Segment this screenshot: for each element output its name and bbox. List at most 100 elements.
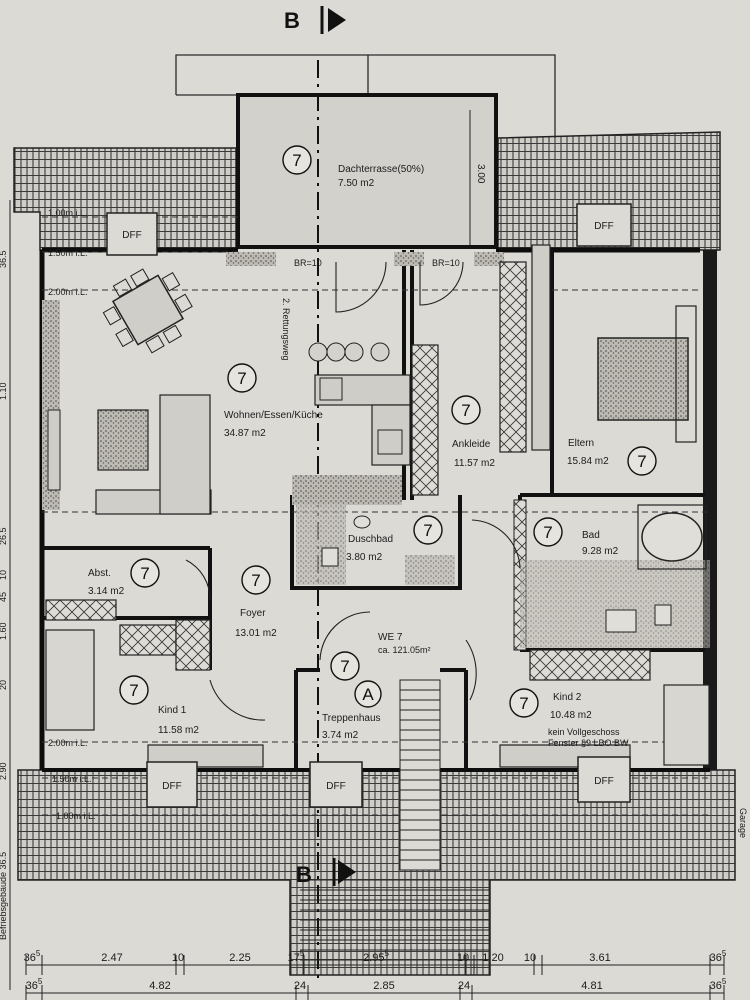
left-dim-2: 1.10 bbox=[0, 382, 8, 400]
dff-label: DFF bbox=[594, 221, 613, 232]
dim-top-7: 10 bbox=[457, 952, 469, 964]
section-letter-bottom: B bbox=[296, 862, 312, 887]
terrace-depth-label: 3.00 bbox=[475, 164, 486, 184]
kitchen bbox=[308, 342, 411, 466]
dim-bottom-6: 4.81 bbox=[581, 980, 602, 992]
left-dim-8: 2.90 bbox=[0, 762, 8, 780]
child2-bed bbox=[663, 684, 710, 766]
room-area-ankleide: 11.57 m2 bbox=[454, 458, 495, 469]
roof-terrace bbox=[236, 93, 498, 249]
section-mark-top: B bbox=[284, 6, 346, 34]
door-mark-1: BR=10 bbox=[294, 258, 322, 268]
left-dim-4: 10 bbox=[0, 570, 8, 580]
dim-top-2: 2.47 bbox=[101, 952, 122, 964]
right-margin-label: Garage bbox=[738, 808, 748, 838]
kind2-note-1: kein Vollgeschoss bbox=[548, 727, 620, 737]
height-mark-bottom-1: 2.00m i.L. bbox=[48, 738, 88, 748]
room-area-duschbad: 3.80 m2 bbox=[346, 552, 383, 563]
room-name-abst: Abst. bbox=[88, 568, 111, 579]
dff-window bbox=[577, 756, 631, 803]
dim-top-9: 10 bbox=[524, 952, 536, 964]
badge-kind1: 7 bbox=[129, 681, 138, 700]
room-name-kind1: Kind 1 bbox=[158, 705, 187, 716]
dim-bottom-2: 4.82 bbox=[149, 980, 170, 992]
room-area-eltern: 15.84 m2 bbox=[567, 456, 609, 467]
room-area-dachterrasse: 7.50 m2 bbox=[338, 178, 375, 189]
staircase bbox=[300, 679, 490, 961]
badge-stair: A bbox=[362, 685, 374, 704]
door-mark-2: BR=10 bbox=[432, 258, 460, 268]
parents-bed bbox=[597, 305, 697, 443]
dining-set bbox=[102, 268, 193, 354]
unit-total-area: ca. 121.05m² bbox=[378, 645, 431, 655]
room-area-treppenhaus: 3.74 m2 bbox=[322, 730, 359, 741]
room-labels: Dachterrasse(50%) 7.50 m2 Wohnen/Essen/K… bbox=[88, 164, 619, 741]
badge-kind2: 7 bbox=[519, 694, 528, 713]
door-swings bbox=[185, 261, 521, 721]
room-name-kind2: Kind 2 bbox=[553, 692, 582, 703]
left-dim-6: 1.60 bbox=[0, 622, 8, 640]
room-name-bad: Bad bbox=[582, 530, 600, 541]
badge-ankleide: 7 bbox=[461, 401, 470, 420]
height-mark-bottom-3: 1.00m i.L. bbox=[56, 811, 96, 821]
section-letter-top: B bbox=[284, 8, 300, 33]
dim-bottom-4: 2.85 bbox=[373, 980, 394, 992]
height-mark-top-2: 1.50m i.L. bbox=[48, 248, 88, 258]
dim-top-10: 3.61 bbox=[589, 952, 610, 964]
height-mark-bottom-2: 1.50m i.L. bbox=[52, 774, 92, 784]
living-furniture bbox=[47, 394, 212, 515]
badge-treppenhaus: 7 bbox=[340, 657, 349, 676]
dff-window bbox=[106, 212, 158, 256]
room-area-kind1: 11.58 m2 bbox=[158, 725, 199, 736]
height-mark-top-1: 1.00m i.L. bbox=[48, 208, 88, 218]
height-mark-top-3: 2.00m i.L. bbox=[48, 287, 88, 297]
dff-window bbox=[576, 203, 632, 247]
dim-top-4: 2.25 bbox=[229, 952, 250, 964]
badge-duschbad: 7 bbox=[423, 521, 432, 540]
dff-label: DFF bbox=[594, 776, 613, 787]
room-name-eltern: Eltern bbox=[568, 438, 594, 449]
dff-label: DFF bbox=[122, 230, 141, 241]
dim-bottom-5: 24 bbox=[458, 980, 470, 992]
left-dim-5: 45 bbox=[0, 592, 8, 602]
badge-bad: 7 bbox=[543, 523, 552, 542]
dim-top-8: 1.20 bbox=[482, 952, 503, 964]
section-mark-bottom: B bbox=[296, 858, 356, 887]
dim-bottom-3: 24 bbox=[294, 980, 306, 992]
child1-bed bbox=[45, 629, 95, 731]
roof-windows: DFF DFF DFF DFF DFF bbox=[106, 203, 632, 808]
room-area-bad: 9.28 m2 bbox=[582, 546, 619, 557]
left-dim-9: Befriebsgebäude 36.5 bbox=[0, 852, 8, 940]
room-name-treppenhaus: Treppenhaus bbox=[322, 713, 381, 724]
unit-name: WE 7 bbox=[378, 632, 403, 643]
left-margin-dims: 36.5 1.10 26.5 10 45 1.60 20 2.90 Befrie… bbox=[0, 200, 11, 990]
room-area-kind2: 10.48 m2 bbox=[550, 710, 592, 721]
badge-wohnen: 7 bbox=[237, 369, 246, 388]
badge-foyer: 7 bbox=[251, 571, 260, 590]
dff-window bbox=[309, 761, 363, 808]
dim-top-6: 2.955 bbox=[363, 949, 389, 964]
shower-room bbox=[296, 505, 455, 585]
dff-label: DFF bbox=[326, 781, 345, 792]
dim-top-3: 10 bbox=[172, 952, 184, 964]
badge-dachterrasse: 7 bbox=[292, 151, 301, 170]
dff-label: DFF bbox=[162, 781, 181, 792]
left-dim-1: 36.5 bbox=[0, 250, 8, 268]
left-dim-7: 20 bbox=[0, 680, 8, 690]
left-dim-3: 26.5 bbox=[0, 527, 8, 545]
room-name-duschbad: Duschbad bbox=[348, 534, 393, 545]
terrace-railing bbox=[175, 54, 556, 138]
escape-route-label: 2. Rettungsweg bbox=[281, 298, 291, 361]
room-area-abst: 3.14 m2 bbox=[88, 586, 125, 597]
room-name-dachterrasse: Dachterrasse(50%) bbox=[338, 164, 424, 175]
room-area-foyer: 13.01 m2 bbox=[235, 628, 277, 639]
room-badges: 7 7 7 7 7 7 7 7 7 7 A 7 bbox=[119, 145, 657, 718]
room-name-wohnen: Wohnen/Essen/Küche bbox=[224, 410, 323, 421]
dff-window bbox=[146, 761, 198, 808]
kind2-note-2: Fenster §9 LBO BW bbox=[548, 738, 629, 748]
bath-fixtures bbox=[520, 504, 710, 648]
room-name-foyer: Foyer bbox=[240, 608, 266, 619]
annotations: 2. Rettungsweg BR=10 BR=10 3.00 1.00m i.… bbox=[48, 164, 748, 838]
